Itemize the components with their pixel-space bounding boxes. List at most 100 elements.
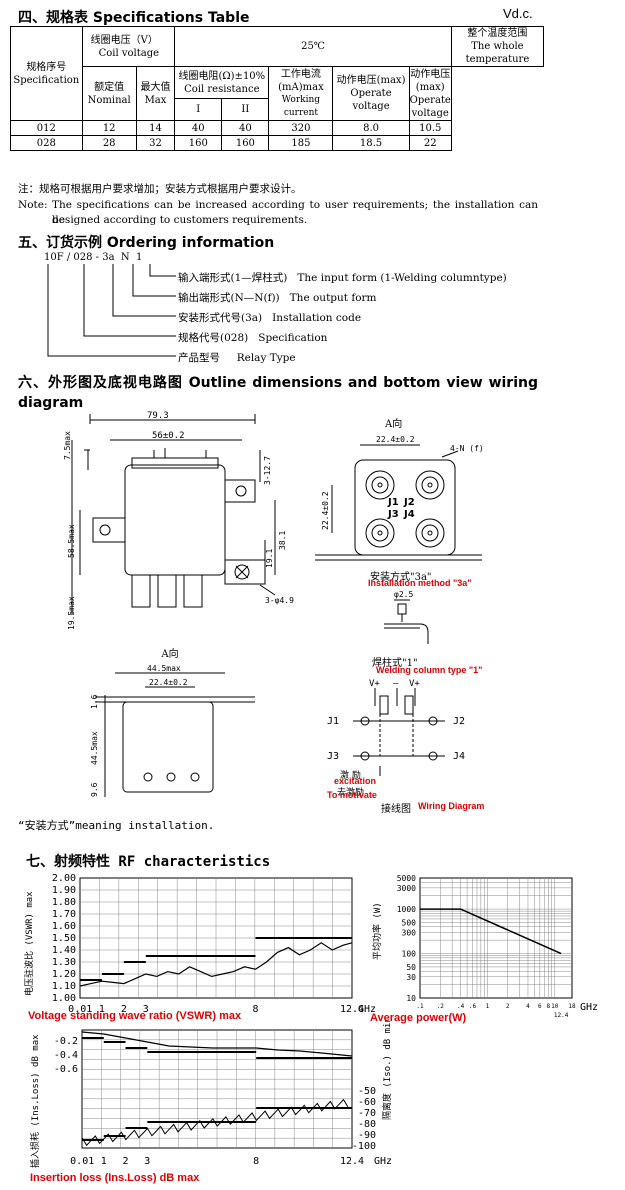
th-op2-cn: 动作电压(max) — [410, 68, 451, 93]
vswr-ytick: 1.80 — [52, 897, 76, 908]
section-rf-title: 七、射频特性 RF characteristics — [26, 854, 271, 870]
section-spec-title: 四、规格表 Specifications Table — [18, 10, 250, 26]
vswr-xtick: 3 — [143, 1004, 149, 1015]
th-spec-en: Specification — [13, 74, 80, 86]
cell: 8.0 — [332, 120, 410, 136]
power-xtick: .1 — [416, 1003, 424, 1010]
power-xtick-12-4: 12.4 — [554, 1012, 569, 1019]
th-max-cn: 最大值 — [140, 81, 171, 93]
weld-type-cn: 焊柱式"1" — [372, 658, 418, 669]
cell: 185 — [268, 135, 334, 151]
vswr-ytick: 1.50 — [52, 933, 76, 944]
port-j2: J2 — [403, 497, 415, 508]
power-curve — [420, 908, 562, 955]
power-title: Average power(W) — [370, 1012, 467, 1024]
th-nominal-cn: 额定值 — [94, 81, 125, 93]
section-order-title: 五、订货示例 Ordering information — [18, 235, 275, 251]
vswr-ytick: 1.30 — [52, 957, 76, 968]
view-a-label-2: A向 — [160, 647, 178, 660]
wiring-vminus: — — [393, 679, 399, 689]
power-ytick: 5000 — [397, 874, 416, 883]
th-res-ii: II — [221, 98, 270, 121]
install-method-cn: 安装方式"3a" — [370, 572, 432, 583]
note-en-label: Note: — [18, 199, 48, 211]
iso-ytick-right: -60 — [358, 1097, 376, 1108]
dim-22-4-bottom: 22.4±0.2 — [149, 678, 188, 687]
vswr-ytick: 1.40 — [52, 945, 76, 956]
power-xtick: 6 — [538, 1003, 542, 1010]
dim-4-nf: 4-N (f) — [450, 444, 484, 453]
power-ylabel: 平均功率 (W) — [371, 902, 383, 960]
wiring-diagram: V+ — V+ J1 J2 J3 J4 — [327, 679, 465, 776]
iso-curve — [81, 1098, 349, 1147]
cell: 18.5 — [332, 135, 410, 151]
iso-ylabel-right: 隔离度 (Iso.) dB min — [381, 1020, 393, 1120]
wiring-label-cn: 接线图 — [381, 804, 411, 815]
th-whole-cn: 整个温度范围 — [467, 28, 528, 39]
dim-56: 56±0.2 — [152, 431, 185, 441]
th-res-cn: 线圈电阻(Ω)±10% — [178, 70, 266, 82]
order-leader-lines — [47, 264, 176, 357]
th-nominal-en: Nominal — [87, 94, 131, 106]
wiring-j2: J2 — [453, 716, 465, 727]
vdc-label: Vd.c. — [503, 6, 533, 21]
cell: 12 — [81, 120, 137, 136]
wiring-label-en: Wiring Diagram — [418, 801, 485, 811]
wiring-j3: J3 — [327, 751, 339, 762]
dim-3-12-7: 3-12.7 — [263, 456, 272, 485]
order-relay-type: 产品型号 Relay Type — [178, 352, 296, 364]
order-input-form: 输入端形式(1—焊柱式) The input form (1-Welding c… — [178, 272, 507, 284]
power-xtick: .2 — [437, 1003, 445, 1010]
outline-bottom-view: A向 44.5max 22.4±0.2 1.6 44.5max 9.6 — [90, 647, 255, 797]
th-cur-cn: 工作电流 — [280, 68, 321, 80]
vswr-xtick: 2 — [121, 1004, 127, 1015]
power-ytick: 50 — [406, 963, 416, 972]
th-cur-unit: (mA)max — [278, 81, 324, 93]
vswr-chart: 2.001.901.801.701.601.501.401.301.201.10… — [23, 873, 376, 1015]
iso-ytick-right: -50 — [358, 1086, 376, 1097]
note-en-1: The specifications can be increased acco… — [52, 199, 538, 226]
loss-xtick: 12.4 — [340, 1156, 364, 1167]
cell: 160 — [174, 135, 223, 151]
cell: 40 — [174, 120, 223, 136]
iso-ytick-right: -80 — [358, 1119, 376, 1130]
loss-xtick: 3 — [144, 1156, 150, 1167]
view-a-label: A向 — [384, 417, 402, 430]
dim-9-6: 9.6 — [90, 782, 99, 797]
th-coil-en: Coil voltage — [98, 47, 160, 59]
loss-ytick-left: -0.2 — [54, 1036, 78, 1047]
dim-44-5max-side: 44.5max — [90, 731, 99, 765]
cell: 320 — [268, 120, 334, 136]
dim-19-1: 19.1 — [265, 549, 274, 568]
vswr-xtick: 0.01 — [68, 1004, 92, 1015]
wiring-vplus-2: V+ — [409, 679, 420, 689]
dim-38-1: 38.1 — [278, 531, 287, 550]
dim-1-6: 1.6 — [90, 694, 99, 709]
iso-ytick-right: -70 — [358, 1108, 376, 1119]
vswr-xtick: 1 — [99, 1004, 105, 1015]
loss-ytick-left: -0.6 — [54, 1064, 78, 1075]
note-cn: 注：规格可根据用户要求增加；安装方式根据用户要求设计。 — [18, 183, 302, 195]
vswr-ytick: 1.20 — [52, 969, 76, 980]
power-ytick: 3000 — [397, 884, 416, 893]
power-ytick: 1000 — [397, 905, 416, 914]
dim-22-4-side: 22.4±0.2 — [321, 491, 330, 530]
vswr-title: Voltage standing wave ratio (VSWR) max — [28, 1010, 242, 1022]
vswr-ytick: 1.90 — [52, 885, 76, 896]
vswr-ylabel: 电压驻波比 (VSWR) max — [23, 891, 35, 996]
wiring-j4: J4 — [453, 751, 465, 762]
th-cur-en: Working current — [281, 94, 321, 118]
dim-19-5max: 19.5max — [67, 596, 76, 630]
power-xtick: 2 — [506, 1003, 510, 1010]
cell: 28 — [81, 135, 137, 151]
vswr-xtick: 8 — [252, 1004, 258, 1015]
vswr-ytick: 1.70 — [52, 909, 76, 920]
th-coil-cn: 线圈电压（V） — [90, 34, 158, 46]
power-xtick: .6 — [469, 1003, 477, 1010]
note-en-2: designed according to customers requirem… — [52, 214, 308, 226]
